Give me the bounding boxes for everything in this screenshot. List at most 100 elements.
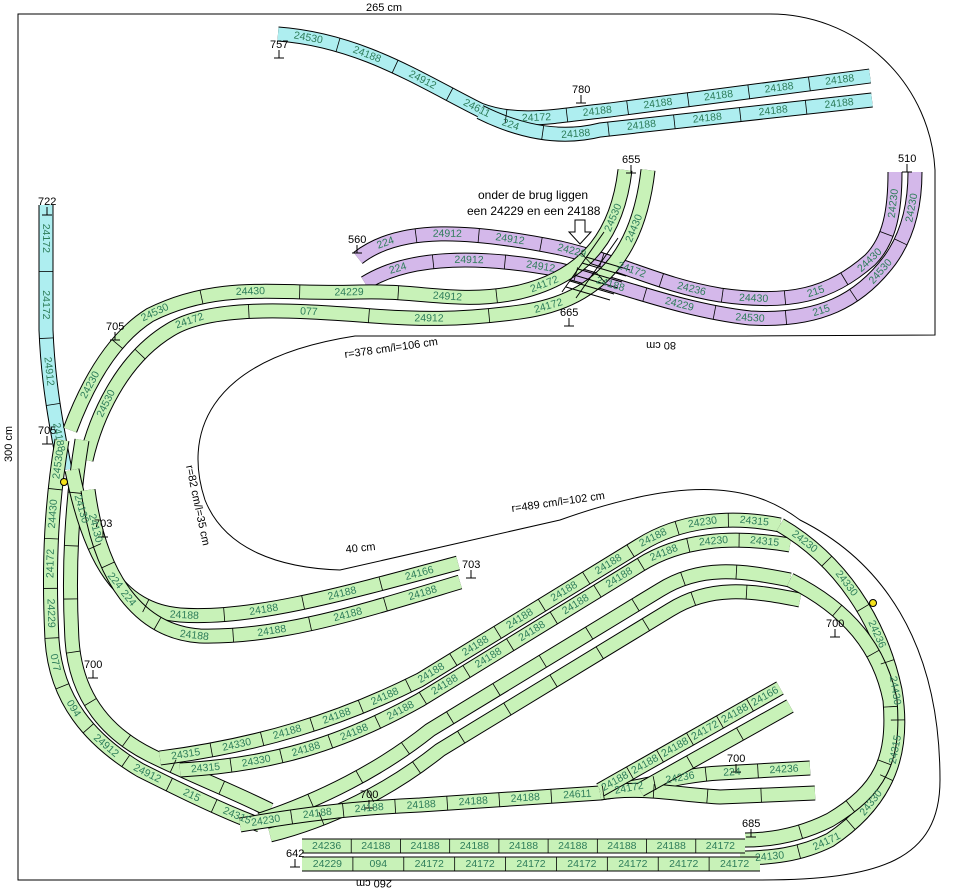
track-joint	[601, 785, 605, 800]
track-joint	[735, 565, 738, 580]
height-marker: 703	[94, 518, 112, 538]
track-piece-label: 24172	[415, 858, 444, 870]
height-marker: 705	[38, 425, 56, 445]
track-joint	[48, 488, 63, 491]
track-piece-label: 24188	[50, 422, 67, 453]
track-joint	[720, 288, 724, 303]
track-piece-label: 24188	[458, 794, 488, 808]
svg-text:510: 510	[898, 153, 916, 165]
track-joint	[550, 789, 553, 804]
track-piece-label: 24230	[250, 813, 281, 829]
track-piece-label: 094	[370, 858, 388, 870]
track-joint	[883, 705, 898, 708]
track-joint	[866, 649, 880, 658]
track-piece-label: 24530	[735, 311, 765, 325]
height-marker: 700	[84, 659, 102, 679]
track-joint	[498, 792, 501, 807]
track-joint	[736, 727, 744, 741]
track-joint	[746, 698, 754, 712]
track-joint	[673, 114, 676, 129]
track-joint	[585, 626, 594, 640]
track-left-green-b	[63, 438, 273, 816]
track-piece-label: 24188	[582, 104, 613, 119]
track-joint	[641, 618, 650, 631]
track-lower-branch	[598, 783, 816, 804]
track-piece-label: 24430	[236, 285, 266, 298]
track-piece-label: 24188	[607, 840, 636, 852]
track-joint	[210, 799, 218, 813]
track-piece-label: 24912	[432, 290, 462, 304]
dim-bottom-label: 260 cm	[356, 877, 392, 888]
track-joint	[309, 717, 315, 732]
track-joint	[64, 545, 79, 547]
track-piece-label: 224	[723, 766, 741, 779]
track-joint	[845, 818, 856, 830]
track-piece-label: 24188	[824, 96, 854, 111]
track-joint	[503, 702, 512, 716]
track-joint	[366, 789, 375, 803]
track-piece-label: 24430	[887, 675, 904, 706]
radius-a-label: r=378 cm/l=106 cm	[344, 336, 439, 361]
track-green-upper-a	[63, 169, 632, 433]
track-piece-label: 24430	[739, 292, 769, 305]
track-joint	[101, 561, 115, 569]
track-joint	[449, 653, 458, 666]
track-piece-label: 24188	[510, 791, 540, 805]
track-piece-label: 24188	[558, 840, 587, 852]
track-joint	[111, 339, 123, 349]
track-joint	[383, 597, 388, 612]
svg-text:780: 780	[572, 84, 590, 96]
track-diagonal-b	[179, 533, 792, 777]
svg-text:665: 665	[560, 307, 578, 319]
track-joint	[716, 715, 724, 729]
track-joint	[877, 759, 892, 766]
track-joint	[357, 700, 364, 714]
track-piece-label: 24172	[614, 779, 645, 796]
track-joint	[391, 60, 399, 74]
radius-b-label: r=489 cm/l=102 cm	[511, 490, 606, 515]
track-piece-label: 24188	[824, 72, 855, 88]
track-piece-label: 24188	[248, 602, 279, 618]
svg-text:700: 700	[826, 618, 844, 630]
track-joint	[477, 228, 480, 243]
svg-text:722: 722	[38, 196, 56, 208]
track-siding-b	[636, 700, 794, 796]
track-piece-label: 24530	[293, 29, 324, 46]
track-piece-label: 224	[375, 234, 396, 251]
height-marker: 722	[38, 196, 56, 216]
track-joint	[487, 308, 491, 323]
track-piece-label: 24315	[190, 761, 220, 776]
track-diagonal-c	[257, 565, 792, 827]
svg-text:655: 655	[622, 154, 640, 166]
track-cyan-top	[277, 27, 871, 125]
track-piece-label: 24172	[40, 290, 52, 319]
track-joint	[796, 844, 801, 859]
track-piece-label: 24530	[50, 449, 66, 480]
track-piece-label: 215	[811, 302, 832, 319]
track-joint	[492, 683, 501, 696]
track-joint	[46, 403, 61, 406]
baseboard-outline	[17, 13, 941, 881]
track-piece-label: 24230	[687, 514, 718, 530]
track-joint	[493, 626, 502, 639]
dim-right-small-label: 80 cm	[646, 339, 676, 351]
track-piece-label: 224	[500, 116, 521, 133]
track-piece-label: 24230	[78, 369, 102, 401]
track-piece-label: 24230	[698, 534, 728, 549]
track-piece-label: 24188	[169, 609, 199, 622]
height-marker: 780	[572, 84, 590, 104]
track-joint	[209, 742, 214, 757]
height-marker: 700	[727, 753, 745, 773]
track-piece-label: 24230	[886, 188, 901, 219]
track-piece-label: 24166	[749, 684, 780, 709]
track-piece-label: 24188	[758, 103, 788, 118]
track-joint	[342, 803, 345, 818]
track-joint	[355, 770, 364, 784]
track-joint	[142, 599, 150, 613]
track-joint	[394, 799, 397, 814]
track-joint	[686, 755, 694, 769]
track-joint	[849, 289, 858, 302]
track-joint	[658, 273, 664, 288]
svg-text:703: 703	[94, 518, 112, 530]
track-joint	[680, 572, 686, 586]
